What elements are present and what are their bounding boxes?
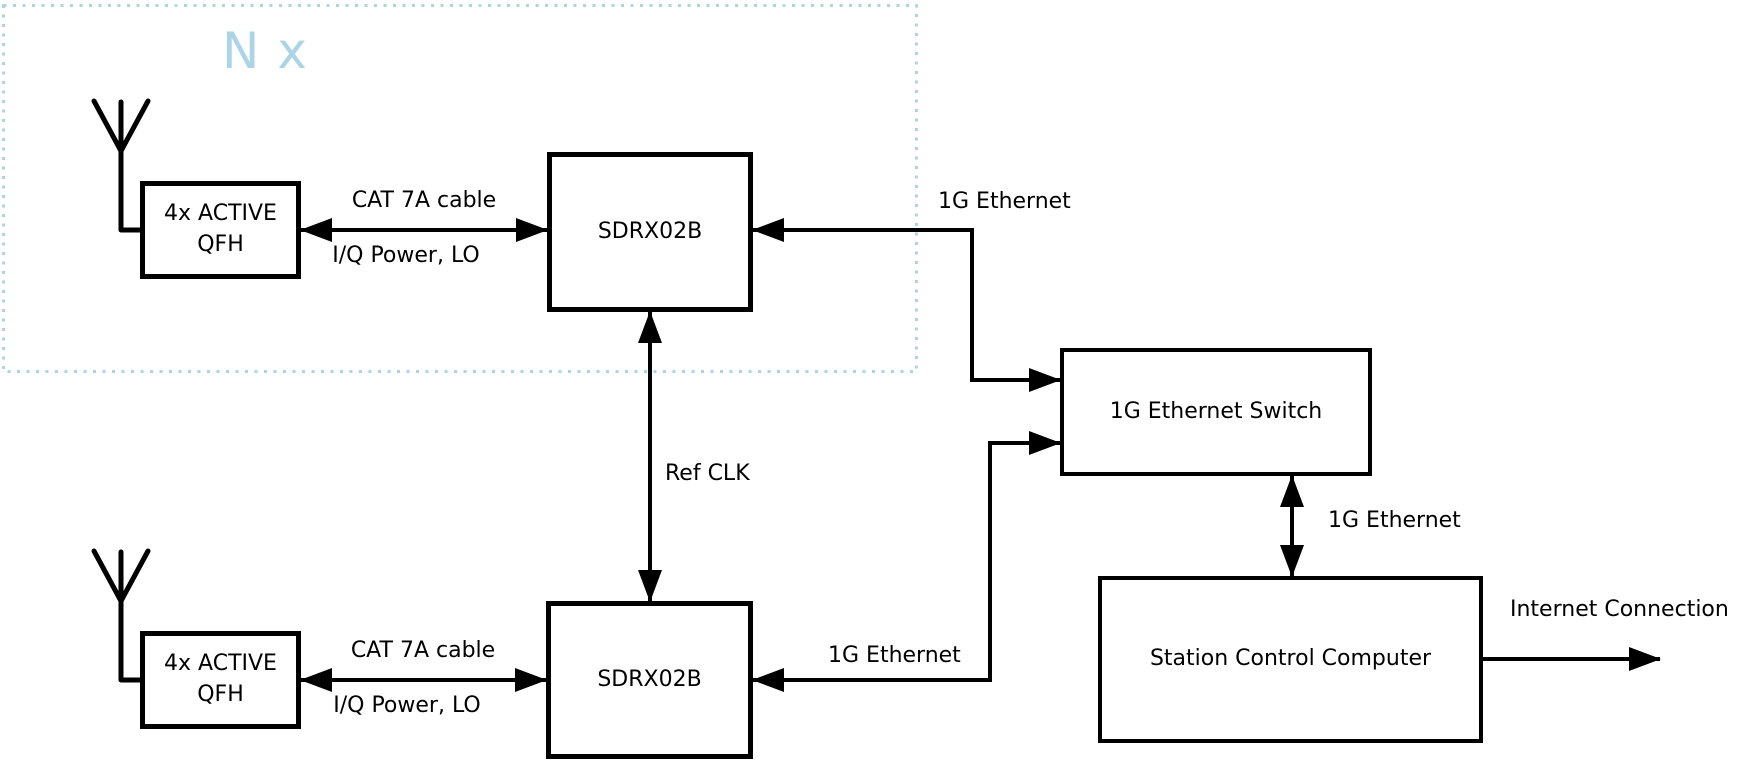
ethernet-arrow-top: [752, 218, 1061, 392]
internet-connection-label: Internet Connection: [1510, 597, 1729, 622]
ethernet-arrow-bottom: [752, 431, 1061, 692]
antenna-icon: [91, 548, 151, 683]
ethernet-label-top: 1G Ethernet: [938, 189, 1071, 214]
qfh-box-top-label: 4x ACTIVE QFH: [164, 201, 277, 257]
ref-clk-label: Ref CLK: [665, 461, 750, 486]
antenna-icon: [91, 98, 151, 233]
nx-group-label: N x: [222, 22, 308, 80]
cable-label-top: CAT 7A cable: [351, 188, 497, 213]
nx-group-border: [2, 4, 918, 373]
cable-label-bottom: CAT 7A cable: [350, 638, 496, 663]
iq-power-lo-label-bottom: I/Q Power, LO: [333, 693, 481, 718]
qfh-box-top: 4x ACTIVE QFH: [140, 181, 301, 279]
ethernet-switch-label: 1G Ethernet Switch: [1109, 398, 1323, 424]
sdr-box-top: SDRX02B: [547, 152, 753, 312]
switch-pc-ethernet-label: 1G Ethernet: [1328, 508, 1461, 533]
sdr-box-top-label: SDRX02B: [597, 218, 703, 244]
iq-power-lo-label-top: I/Q Power, LO: [332, 243, 480, 268]
sdr-box-bottom-label: SDRX02B: [597, 666, 702, 692]
ethernet-label-bottom: 1G Ethernet: [828, 643, 961, 668]
station-control-computer-label: Station Control Computer: [1149, 646, 1432, 672]
qfh-box-bottom-label: 4x ACTIVE QFH: [164, 651, 277, 707]
ethernet-switch-box: 1G Ethernet Switch: [1060, 348, 1372, 476]
sdr-box-bottom: SDRX02B: [546, 601, 753, 759]
station-control-computer-box: Station Control Computer: [1098, 576, 1483, 743]
qfh-box-bottom: 4x ACTIVE QFH: [140, 631, 301, 729]
